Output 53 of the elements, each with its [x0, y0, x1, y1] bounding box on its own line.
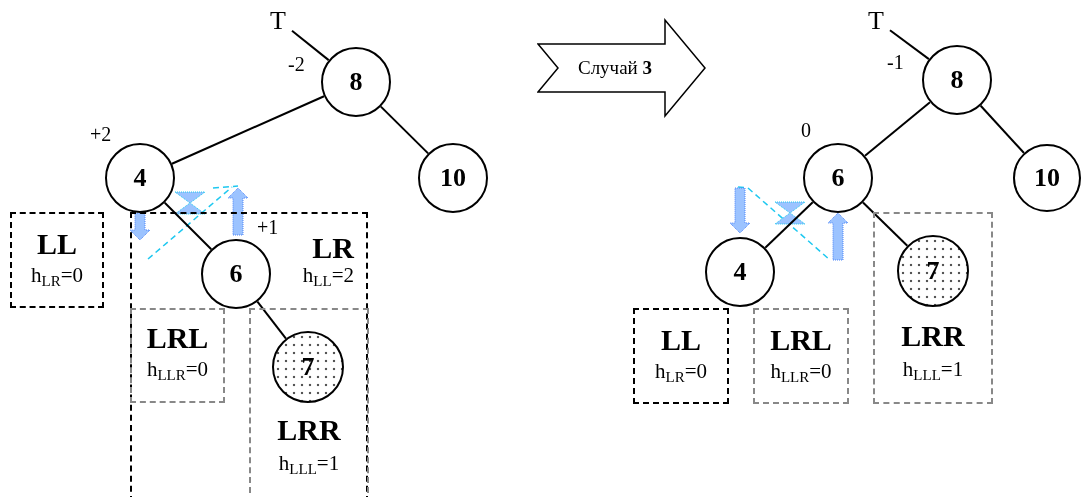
node-key: 8 [349, 67, 363, 97]
subtree-box [633, 308, 729, 404]
subtree-label: LR [312, 232, 354, 264]
subtree-box [130, 212, 368, 497]
tree-pointer-label: T [868, 6, 884, 35]
subtree-label: LRL [769, 324, 833, 356]
node-key: 8 [950, 65, 964, 95]
tree-edge [163, 201, 213, 251]
tree-edge [291, 29, 330, 62]
node-key: 7 [926, 256, 940, 286]
subtree-box [753, 308, 849, 404]
subtree-box [873, 212, 993, 404]
node-key: 6 [831, 163, 845, 193]
height-label: h$_{LL}$=2 [302, 262, 354, 291]
tree-node [705, 237, 775, 307]
subtree-box [10, 212, 104, 308]
tree-edge [764, 201, 814, 249]
balance-factor: -1 [887, 50, 904, 74]
tree-edge [256, 300, 287, 340]
node-key: 6 [229, 259, 243, 289]
node-key: 7 [301, 352, 315, 382]
tree-node [803, 143, 873, 213]
height-label: h$_{LR}$=0 [654, 358, 708, 387]
node-key: 10 [1034, 163, 1060, 193]
balance-factor: +1 [257, 215, 279, 239]
case-arrow-shape [537, 18, 707, 118]
height-label: h$_{LLL}$=1 [277, 450, 341, 479]
tree-node [922, 45, 992, 115]
tree-edge [171, 95, 325, 165]
tree-edge [979, 104, 1025, 154]
height-label: h$_{LLR}$=0 [145, 356, 210, 385]
balance-factor: -2 [288, 52, 305, 76]
height-label: h$_{LR}$=0 [30, 262, 84, 291]
height-label: h$_{LLR}$=0 [769, 358, 833, 387]
tree-node [201, 239, 271, 309]
height-label: h$_{LLL}$=1 [901, 356, 965, 385]
subtree-box [130, 308, 225, 403]
balance-factor: 0 [801, 118, 811, 142]
node-key: 4 [133, 163, 147, 193]
tree-node [321, 47, 391, 117]
tree-edge [889, 29, 930, 61]
subtree-label: LL [36, 228, 78, 260]
tree-edge [864, 101, 931, 157]
subtree-label: LRR [276, 414, 342, 446]
balance-factor: +2 [90, 122, 112, 146]
tree-pointer-label: T [270, 6, 286, 35]
case-label: Случай 3 [577, 57, 653, 79]
node-key: 10 [440, 163, 466, 193]
subtree-label: LRL [145, 322, 210, 354]
subtree-label: LRR [900, 320, 966, 352]
tree-edge [379, 105, 430, 155]
node-key: 4 [733, 257, 747, 287]
subtree-label: LL [660, 324, 702, 356]
